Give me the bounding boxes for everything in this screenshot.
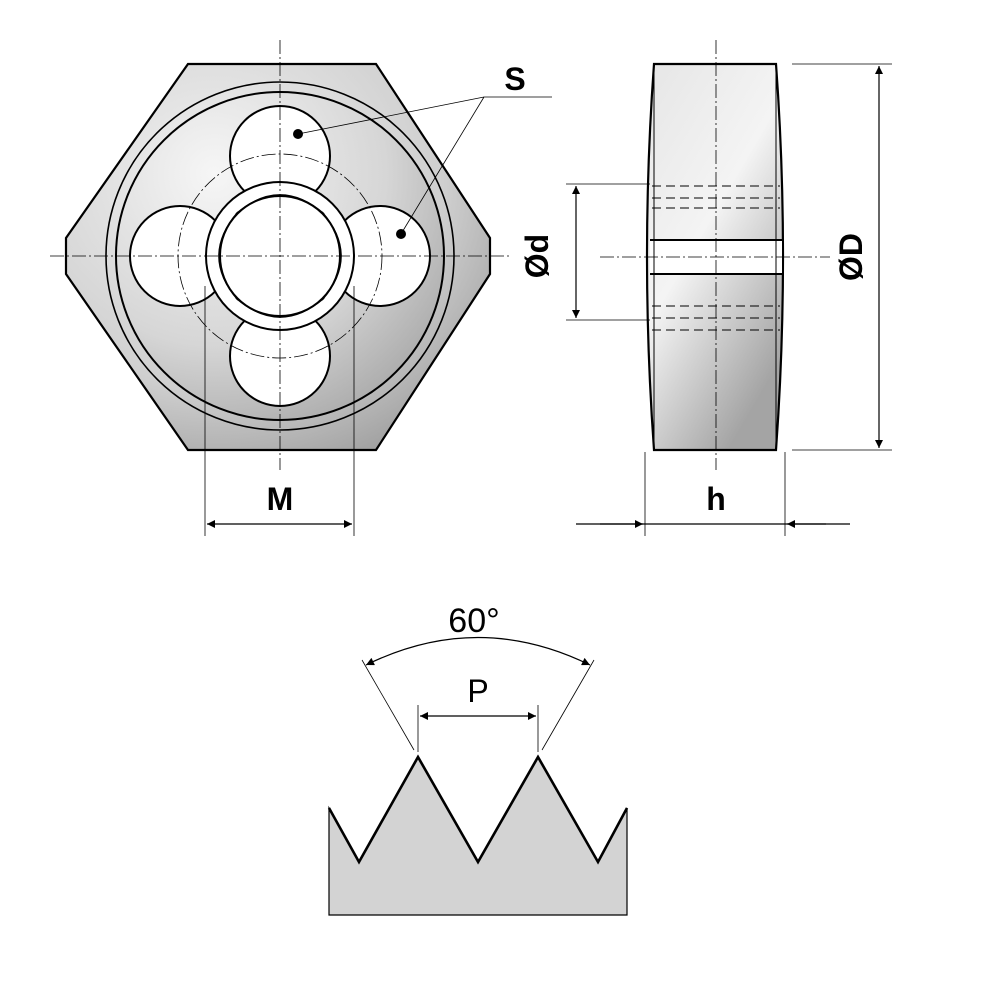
s-leader-right	[400, 96, 485, 235]
thread-land-left	[218, 211, 239, 301]
label-s: S	[504, 61, 525, 97]
side-view: Ød ØD h	[519, 40, 892, 536]
label-d: Ød	[519, 234, 555, 278]
label-h: h	[706, 481, 726, 517]
label-p: P	[467, 673, 488, 709]
thread-profile-edge	[327, 754, 629, 865]
flank-extension-left	[361, 659, 415, 751]
label-D: ØD	[833, 233, 869, 281]
front-view: S M	[50, 40, 552, 536]
thread-profile-view: 60° P	[327, 602, 629, 916]
angle-arc	[365, 636, 591, 666]
label-m: M	[267, 481, 294, 517]
flank-extension-right	[541, 659, 595, 751]
label-angle: 60°	[448, 602, 499, 640]
